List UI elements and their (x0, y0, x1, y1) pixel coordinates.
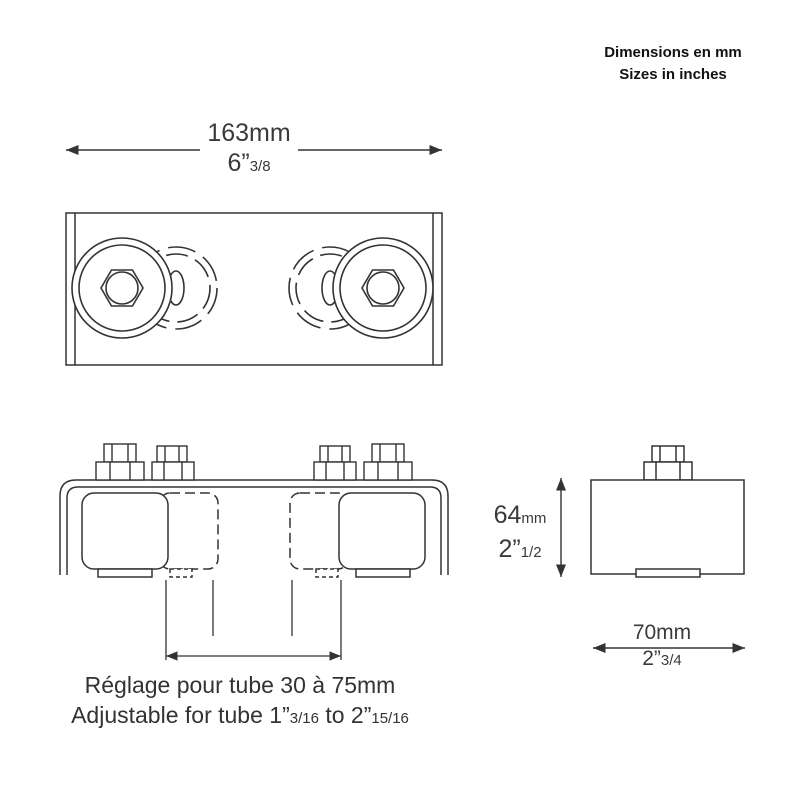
height-inch-fraction: 1/2 (520, 544, 542, 561)
hex-bolt-icon (361, 269, 405, 307)
length-inch-fraction: 3/8 (249, 158, 271, 175)
length-mm: 163mm (207, 119, 291, 147)
width-inches: 2”3/4 (608, 646, 716, 674)
height-label: 64mm 2”1/2 (484, 500, 556, 568)
side-view-block (590, 445, 745, 578)
units-legend: Dimensions en mm Sizes in inches (568, 42, 778, 86)
length-inch-whole: 6” (227, 149, 250, 177)
adjust-en-frac-max: 15/16 (371, 710, 409, 727)
height-mm: 64mm (484, 500, 556, 534)
length-label: 163mm 6”3/8 (190, 118, 308, 182)
width-label: 70mm 2”3/4 (608, 620, 716, 674)
top-view-left-wheel (71, 237, 218, 339)
width-inch-fraction: 3/4 (660, 652, 682, 669)
adjustment-dimension (165, 580, 342, 661)
adjust-en-frac-min: 3/16 (289, 710, 319, 727)
front-view-nuts (95, 443, 413, 481)
width-inch-whole: 2” (642, 647, 661, 670)
top-view-right-wheel (288, 237, 434, 339)
adjustment-caption-english: Adjustable for tube 1”3/16 to 2”15/16 (30, 701, 450, 733)
height-inches: 2”1/2 (484, 534, 556, 568)
front-view-wheels (81, 492, 426, 578)
units-line-french: Dimensions en mm (604, 44, 742, 61)
hex-bolt-icon (100, 269, 144, 307)
adjustment-caption-french: Réglage pour tube 30 à 75mm (84, 672, 396, 698)
height-inch-whole: 2” (498, 535, 521, 563)
length-inches: 6”3/8 (190, 148, 308, 182)
height-mm-value: 64 (493, 501, 522, 529)
front-view-bracket (59, 479, 449, 575)
adjust-en-mid: to 2” (318, 702, 372, 728)
units-line-english: Sizes in inches (619, 66, 727, 83)
adjust-en-prefix: Adjustable for tube 1” (71, 702, 290, 728)
height-mm-unit: mm (521, 510, 547, 527)
width-mm: 70mm (632, 621, 692, 644)
